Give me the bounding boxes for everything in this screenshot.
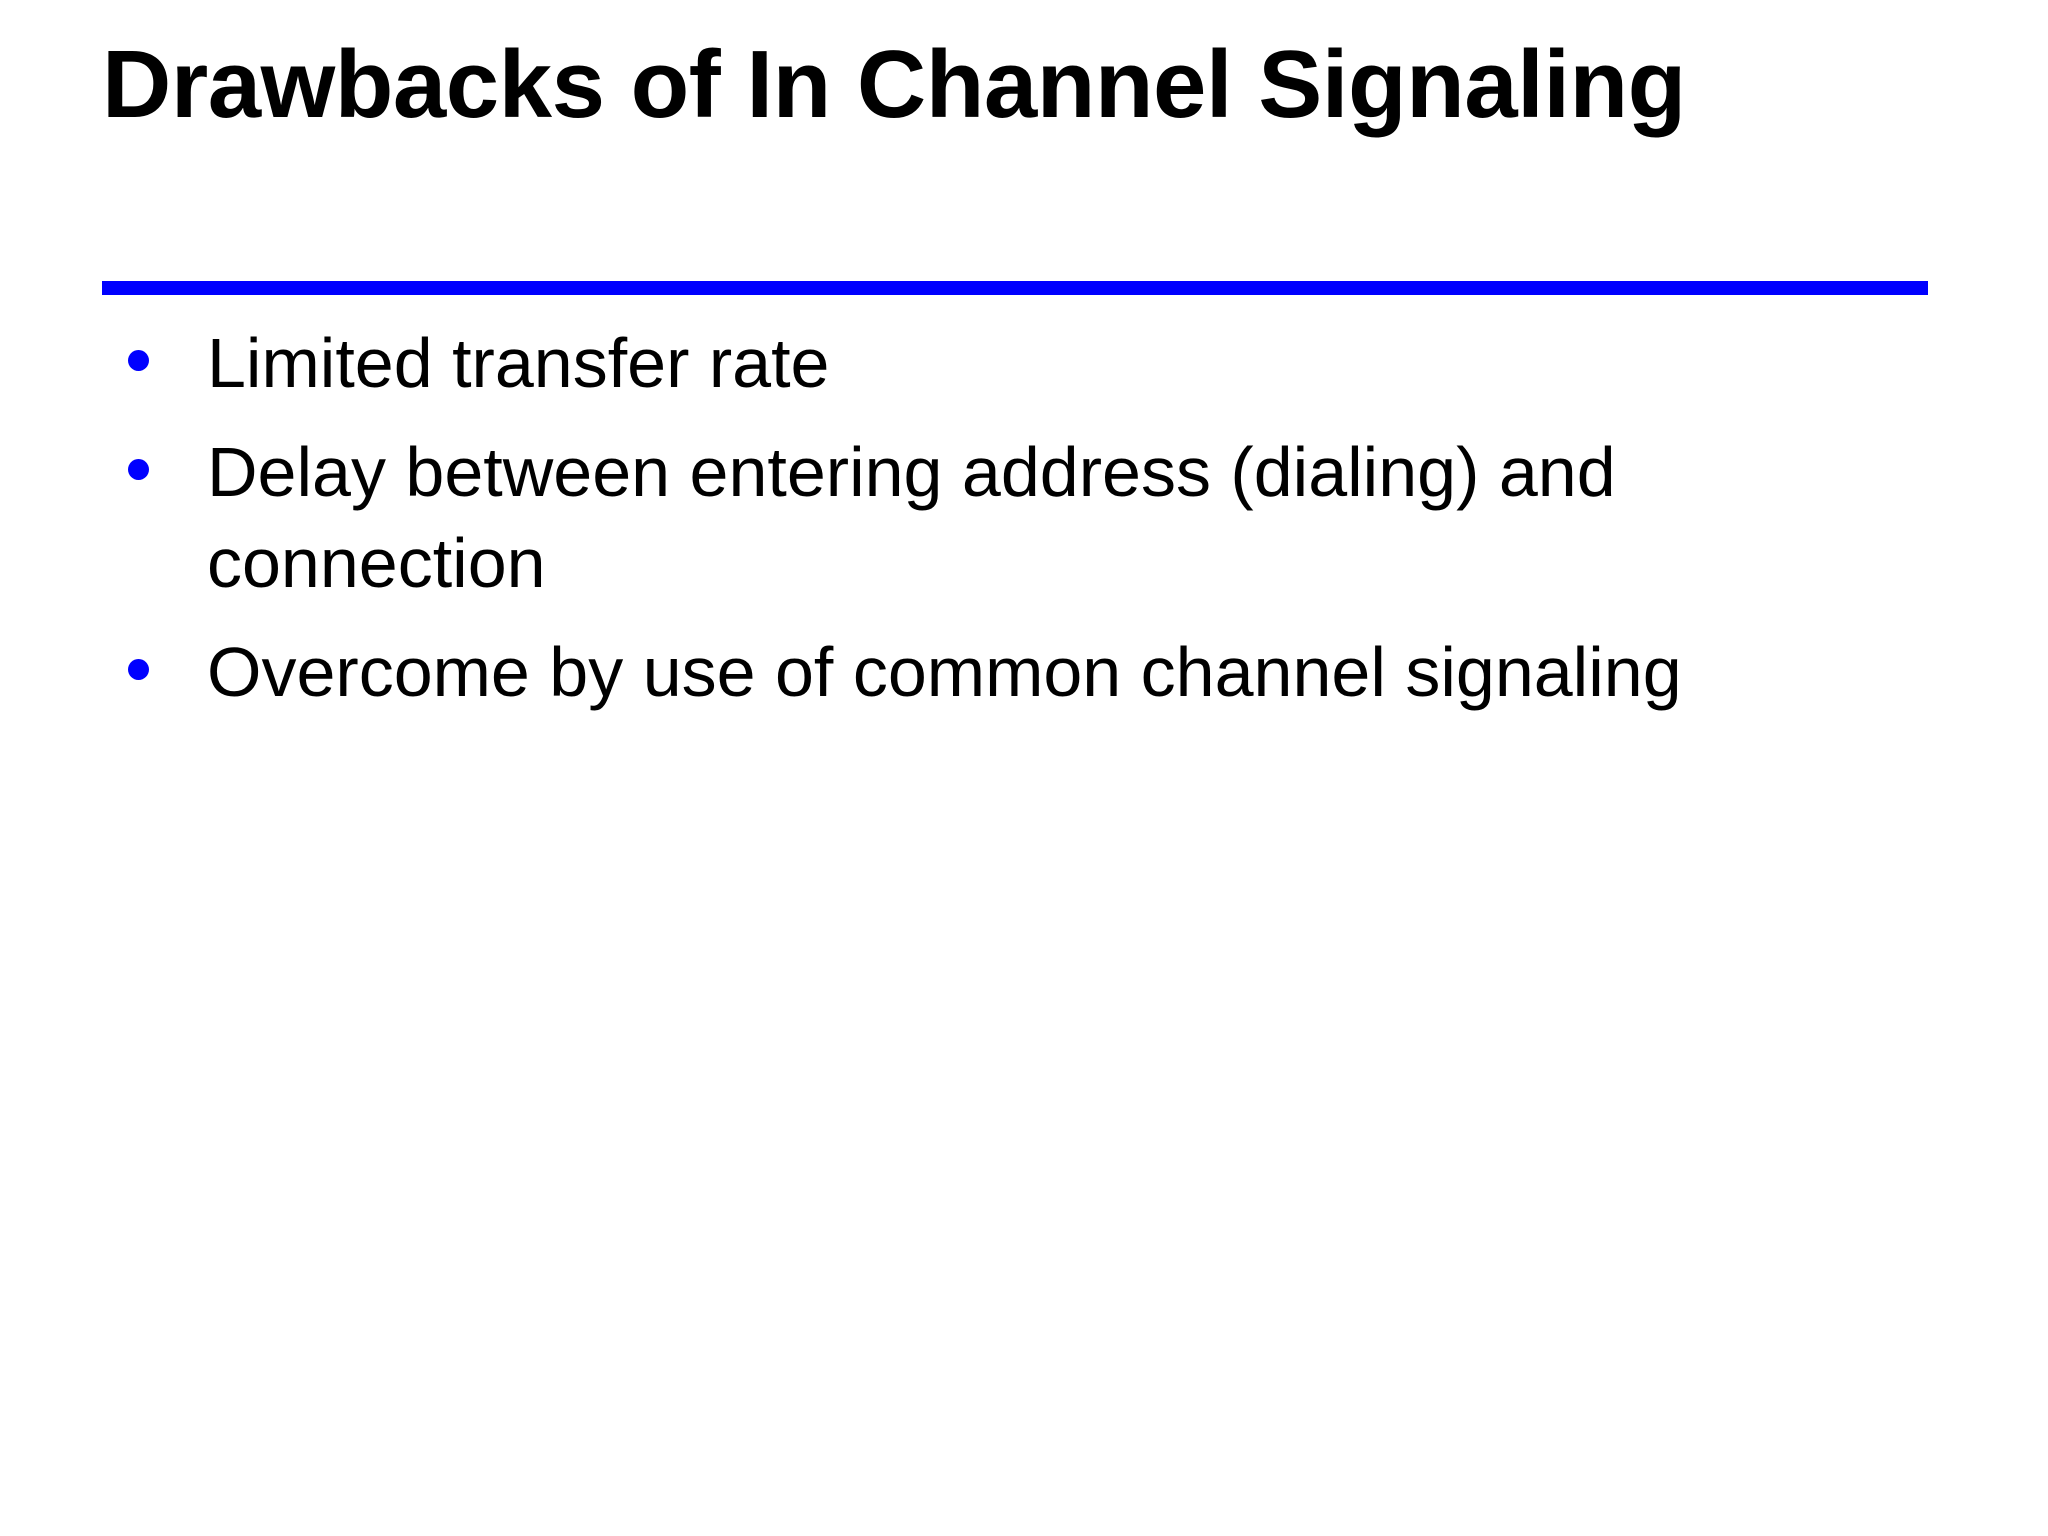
bullet-point-icon	[128, 659, 149, 681]
title-block: Drawbacks of In Channel Signaling	[102, 26, 1932, 144]
list-item: Delay between entering address (dialing)…	[102, 427, 1962, 609]
title-underline-rule	[102, 281, 1928, 295]
list-item-label: Delay between entering address (dialing)…	[207, 433, 1616, 602]
list-item-label: Overcome by use of common channel signal…	[207, 633, 1682, 711]
list-item: Overcome by use of common channel signal…	[102, 627, 1962, 718]
slide-empty-area	[0, 860, 2048, 1536]
bullet-point-icon	[128, 459, 149, 481]
list-item-label: Limited transfer rate	[207, 324, 830, 402]
list-item: Limited transfer rate	[102, 318, 1962, 409]
bullet-list: Limited transfer rate Delay between ente…	[102, 318, 1962, 718]
page-title: Drawbacks of In Channel Signaling	[102, 31, 1686, 138]
bullet-point-icon	[128, 350, 149, 372]
